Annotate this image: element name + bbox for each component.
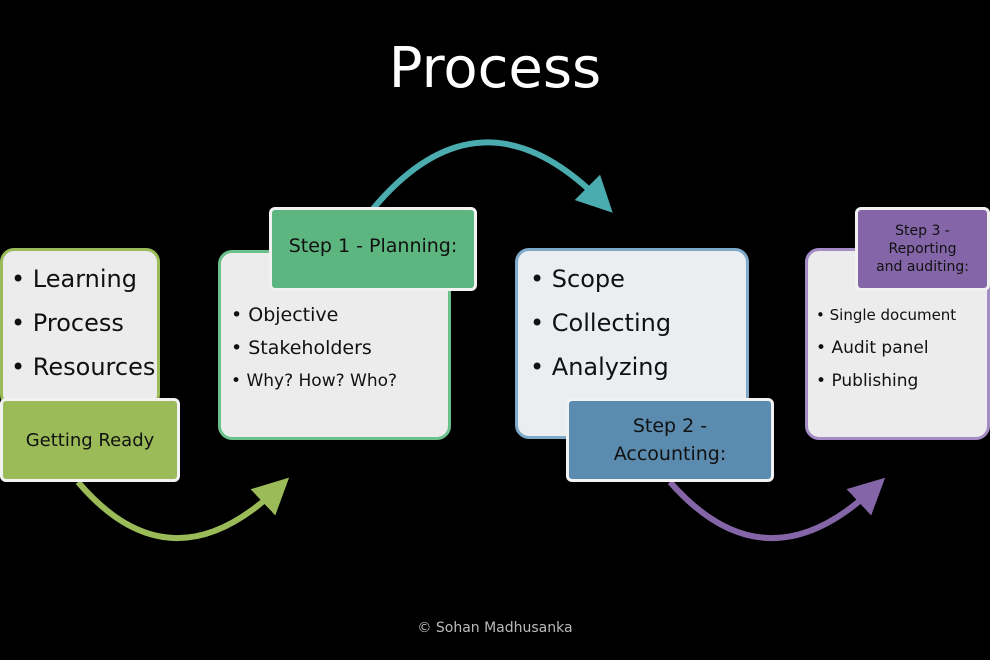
stage-label-planning: Step 1 - Planning: (269, 207, 477, 291)
stage-box-planning: Objective Stakeholders Why? How? Who? (218, 250, 451, 440)
list-item: Scope (530, 257, 671, 301)
list-item: Process (11, 301, 155, 345)
stage-label-accounting: Step 2 - Accounting: (566, 398, 774, 482)
copyright-footer: © Sohan Madhusanka (417, 620, 573, 636)
list-item: Publishing (816, 365, 983, 398)
list-item: Single document (816, 299, 983, 332)
list-item: Learning (11, 257, 155, 301)
list-item: Resources (11, 345, 156, 389)
arrow-green (75, 477, 290, 542)
list-item: Why? How? Who? (231, 365, 397, 398)
stage-label-getting-ready: Getting Ready (0, 398, 180, 482)
arrow-teal (369, 139, 613, 213)
arrow-purple (667, 477, 886, 542)
list-item: Audit panel (816, 332, 983, 365)
stage-box-getting-ready: Learning Process Resources (0, 248, 160, 408)
list-item: Collecting (530, 301, 671, 345)
list-item: Stakeholders (231, 332, 397, 365)
stage-label-reporting: Step 3 - Reporting and auditing: (855, 207, 990, 291)
slide-title: Process (388, 36, 602, 101)
list-item: Objective (231, 299, 397, 332)
list-item: Analyzing (530, 345, 671, 389)
